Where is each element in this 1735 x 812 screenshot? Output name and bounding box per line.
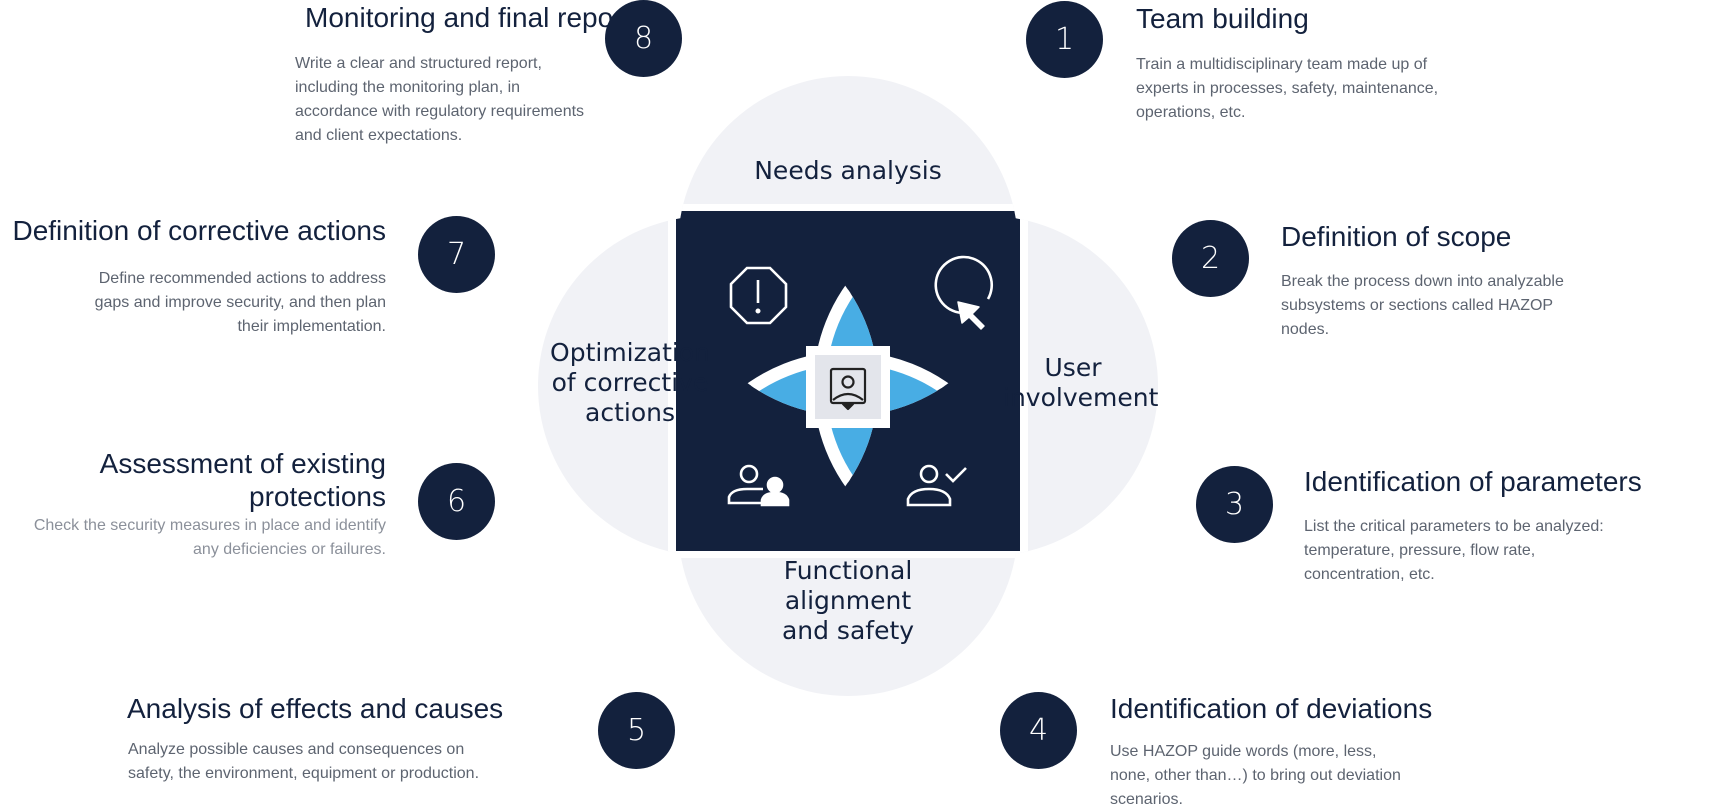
step-badge-6: 6 xyxy=(418,463,495,540)
step-title-5: Analysis of effects and causes xyxy=(127,693,504,724)
venn-label-bottom: Functional alignment and safety xyxy=(781,556,915,645)
step-title-8: Monitoring and final report xyxy=(305,2,631,33)
step-desc-4: Use HAZOP guide words (more, less, none,… xyxy=(1110,743,1401,808)
step-badge-3: 3 xyxy=(1196,466,1273,543)
step-title-6: Assessment of existing protections xyxy=(99,448,386,512)
venn-label-right: User involvement xyxy=(1003,353,1159,412)
step-badge-4: 4 xyxy=(1000,692,1077,769)
step-title-2: Definition of scope xyxy=(1281,221,1512,252)
step-desc-1: Train a multidisciplinary team made up o… xyxy=(1136,56,1439,121)
step-badge-2: 2 xyxy=(1172,220,1249,297)
step-badge-8: 8 xyxy=(605,0,682,77)
user-check-icon xyxy=(906,464,967,507)
step-badge-5: 5 xyxy=(598,692,675,769)
venn-label-left: Optimization of corrective actions xyxy=(550,338,710,427)
step-desc-3: List the critical parameters to be analy… xyxy=(1304,518,1604,583)
step-title-4: Identification of deviations xyxy=(1110,693,1433,724)
step-badge-7: 7 xyxy=(418,216,495,293)
alert-octagon-icon xyxy=(729,266,788,325)
step-badge-1: 1 xyxy=(1026,1,1103,78)
step-desc-8: Write a clear and structured report, inc… xyxy=(295,55,585,144)
step-title-1: Team building xyxy=(1136,3,1309,34)
step-desc-6: Check the security measures in place and… xyxy=(33,517,386,558)
user-pin-icon xyxy=(829,367,867,411)
step-title-7: Definition of corrective actions xyxy=(12,215,386,246)
step-desc-2: Break the process down into analyzable s… xyxy=(1281,273,1564,338)
step-desc-5: Analyze possible causes and consequences… xyxy=(128,741,480,782)
user-group-icon xyxy=(727,464,790,507)
step-desc-7: Define recommended actions to address ga… xyxy=(94,270,386,335)
venn-label-top: Needs analysis xyxy=(754,156,942,185)
step-title-3: Identification of parameters xyxy=(1304,466,1642,497)
cursor-click-icon xyxy=(934,255,993,330)
